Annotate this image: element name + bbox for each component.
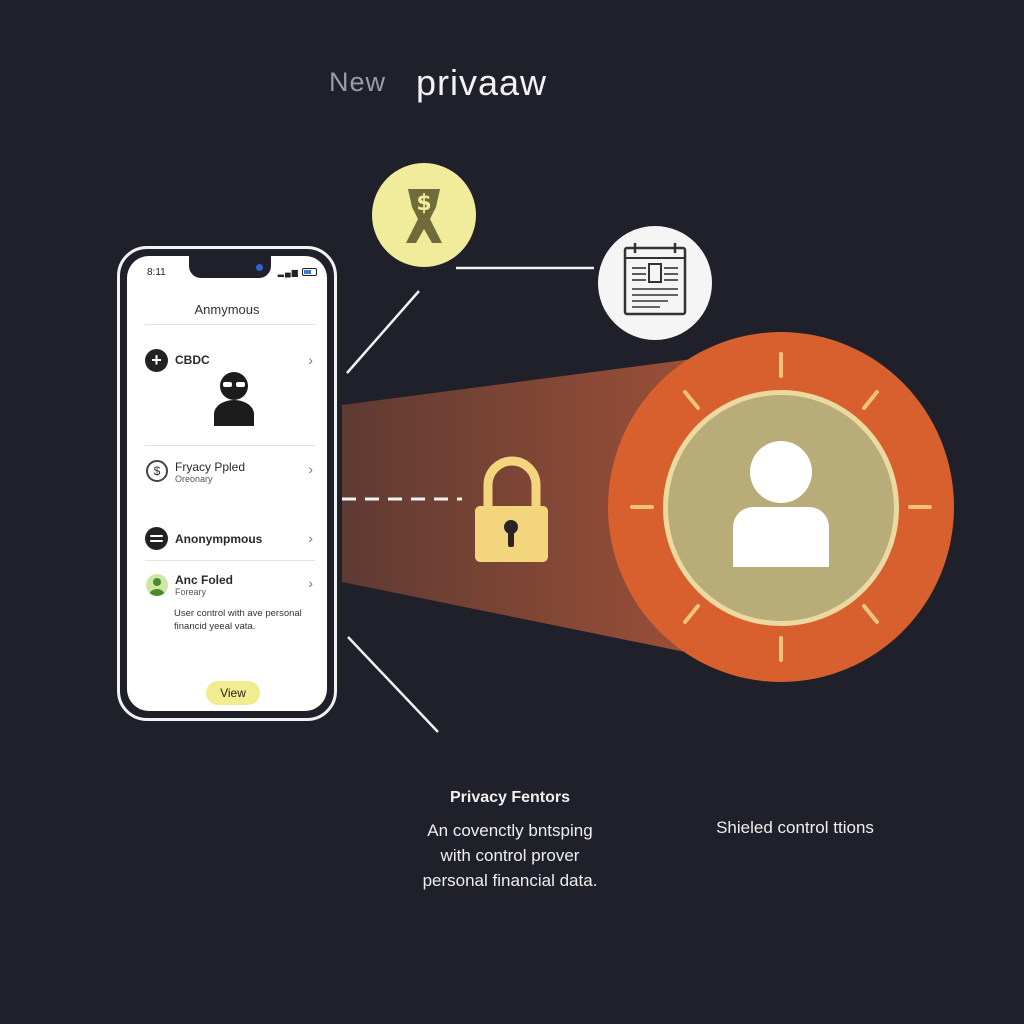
camera-dot bbox=[256, 264, 263, 271]
padlock-icon bbox=[475, 456, 548, 562]
description-text: User control with ave personal financid … bbox=[174, 608, 302, 632]
battery-icon bbox=[302, 268, 317, 276]
user-avatar-icon[interactable] bbox=[146, 574, 168, 596]
row-label-cbdc[interactable]: CBDC bbox=[175, 353, 210, 367]
row-sub-privacy: Oreonary bbox=[175, 474, 213, 484]
divider bbox=[145, 445, 315, 446]
title-prefix: New bbox=[329, 67, 387, 97]
phone-screen: 8:11 ▂▄▆ Anmymous + CBDC › $ Fryacy Pple… bbox=[127, 256, 327, 711]
user-profile-icon bbox=[733, 441, 829, 567]
coin-icon[interactable]: $ bbox=[146, 460, 168, 482]
row-sub-foled: Foreary bbox=[175, 587, 207, 597]
view-button[interactable]: View bbox=[206, 681, 260, 705]
badge-ticks bbox=[630, 352, 932, 662]
caption-line: An covenctly bntsping bbox=[427, 821, 593, 840]
page-title: privaaw bbox=[416, 62, 548, 103]
connector-line-top bbox=[346, 290, 420, 374]
user-icon bbox=[149, 578, 165, 596]
dollar-circle: $ bbox=[372, 163, 476, 267]
chevron-right-icon[interactable]: › bbox=[308, 530, 313, 546]
svg-text:$: $ bbox=[416, 191, 431, 216]
calendar-document-icon bbox=[623, 243, 687, 316]
dollar-ribbon-icon: $ bbox=[406, 189, 442, 243]
document-circle bbox=[598, 226, 712, 340]
plus-icon[interactable]: + bbox=[145, 349, 168, 372]
connector-line-bottom bbox=[347, 636, 439, 733]
screen-title: Anmymous bbox=[194, 302, 260, 317]
phone-notch bbox=[189, 256, 271, 278]
caption-right: Shieled control ttions bbox=[716, 818, 874, 837]
badge-inner-ring bbox=[663, 390, 899, 626]
caption-line: personal financial data. bbox=[422, 871, 598, 890]
row-label-privacy[interactable]: Fryacy Ppled bbox=[175, 460, 246, 474]
row-label-foled[interactable]: Anc Foled bbox=[175, 573, 234, 587]
status-time: 8:11 bbox=[147, 267, 166, 278]
chevron-right-icon[interactable]: › bbox=[308, 575, 313, 591]
chevron-right-icon[interactable]: › bbox=[308, 461, 313, 477]
caption-body: An covenctly bntsping with control prove… bbox=[400, 818, 620, 893]
phone-mockup: 8:11 ▂▄▆ Anmymous + CBDC › $ Fryacy Pple… bbox=[117, 246, 337, 721]
chevron-right-icon[interactable]: › bbox=[308, 352, 313, 368]
caption-line: with control prover bbox=[440, 846, 580, 865]
divider bbox=[145, 324, 315, 325]
divider bbox=[145, 560, 315, 561]
status-icons: ▂▄▆ bbox=[278, 267, 317, 277]
anonymous-mask-icon bbox=[214, 372, 254, 426]
row-label-anonymous[interactable]: Anonympmous bbox=[175, 532, 263, 546]
caption-title: Privacy Fentors bbox=[449, 789, 571, 806]
layers-icon[interactable] bbox=[145, 527, 168, 550]
